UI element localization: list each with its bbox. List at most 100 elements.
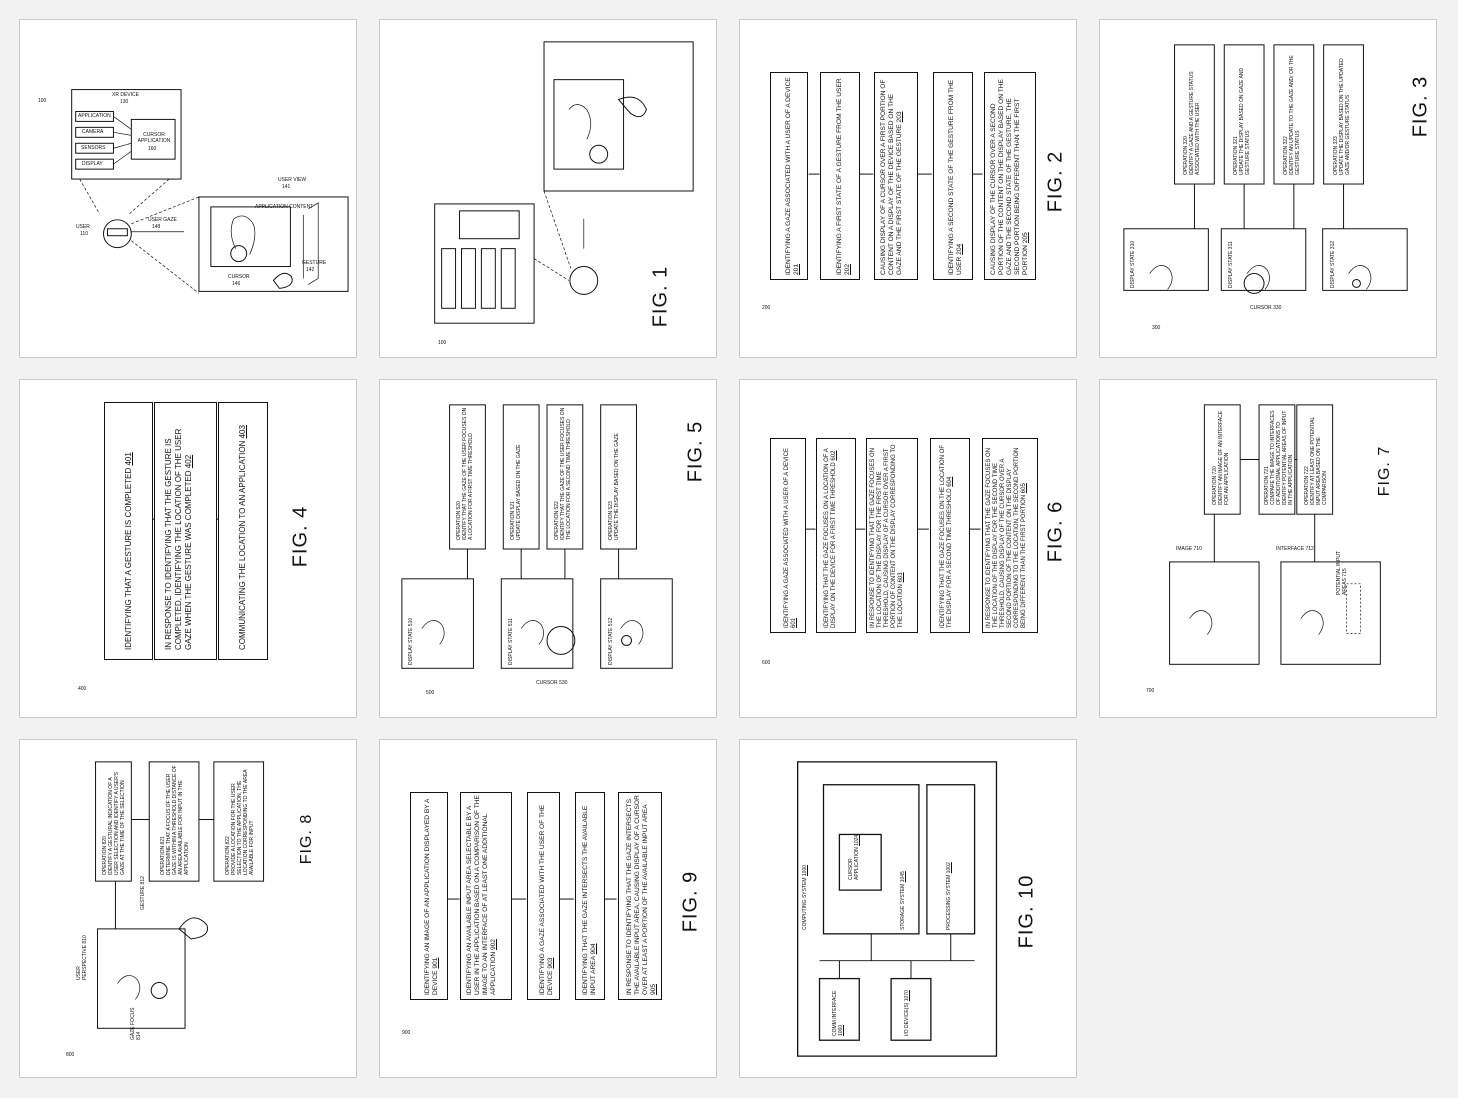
fig7-caption: FIG. 7 xyxy=(1376,445,1394,497)
fig3-cursor-label: CURSOR 330 xyxy=(1250,305,1282,311)
fig9-step-903-text: IDENTIFYING A GAZE ASSOCIATED WITH THE U… xyxy=(539,804,554,995)
fig6-ref: 600 xyxy=(762,660,771,666)
fig6-step-604 xyxy=(930,438,970,633)
fig1-perspective-drawing xyxy=(71,89,349,294)
sheet-fig1-perspective: 100 XR DEVICE 130 APPLICATION CAMERA SEN… xyxy=(19,19,357,358)
fig8-drawing xyxy=(95,761,265,1029)
fig6-step-603 xyxy=(866,438,918,633)
sheet-fig9: IDENTIFYING AN IMAGE OF AN APPLICATION D… xyxy=(379,739,717,1078)
fig9-step-905 xyxy=(618,792,662,1000)
fig1a-ref: 100 xyxy=(38,98,47,104)
fig2-ref: 200 xyxy=(762,305,771,311)
fig1b-ref: 100 xyxy=(438,340,447,346)
fig4-ref: 400 xyxy=(78,686,87,692)
user-view-label: USER VIEW xyxy=(278,177,307,183)
user-label: USER xyxy=(76,224,90,230)
fig8-ref: 800 xyxy=(66,1052,75,1058)
user-gaze-label: USER GAZE xyxy=(148,217,177,223)
sheet-fig2: IDENTIFYING A GAZE ASSOCIATED WITH A USE… xyxy=(739,19,1077,358)
fig10-computing-label: COMPUTING SYSTEM 1000 xyxy=(802,864,808,930)
fig1-caption: FIG. 1 xyxy=(649,265,672,328)
gesture-num: 142 xyxy=(306,267,315,273)
fig4-caption: FIG. 4 xyxy=(289,505,312,568)
fig10-processing: PROCESSING SYSTEM 1002 xyxy=(946,862,952,930)
fig2-arrows xyxy=(808,173,983,175)
fig10-storage: STORAGE SYSTEM 1045 xyxy=(900,871,906,930)
user-gaze-num: 148 xyxy=(152,224,161,230)
fig7-potential-label: POTENTIAL INPUT AREAS 715 xyxy=(1336,551,1348,595)
fig2-step-205 xyxy=(984,72,1036,280)
fig7-ref: 700 xyxy=(1146,688,1155,694)
fig10-drawing xyxy=(797,761,998,1057)
user-view-num: 141 xyxy=(282,184,291,190)
fig9-caption: FIG. 9 xyxy=(679,870,702,933)
user-num: 110 xyxy=(80,231,88,237)
display-label: DISPLAY xyxy=(82,161,103,167)
fig4-step-402-text: IN RESPONSE TO IDENTIFYING THAT THE GEST… xyxy=(164,428,193,650)
fig8-gesture-label: GESTURE 812 xyxy=(140,876,146,910)
fig6-step-602 xyxy=(816,438,856,633)
fig4-step-403-text: COMMUNICATING THE LOCATION TO AN APPLICA… xyxy=(238,425,247,650)
fig4-step-402 xyxy=(154,402,217,660)
app-content-label: APPLICATION CONTENT xyxy=(255,204,314,210)
fig5-state-512: DISPLAY STATE 512 xyxy=(608,617,614,665)
fig9-step-901 xyxy=(410,792,448,1000)
xr-device-num: 130 xyxy=(120,99,129,105)
cursor-app-label: CURSOR APPLICATION xyxy=(137,132,171,144)
fig2-step-201 xyxy=(770,72,808,280)
fig5-state-511: DISPLAY STATE 511 xyxy=(508,618,514,665)
sheet-fig10: COMPUTING SYSTEM 1000 CURSOR APPLICATION… xyxy=(739,739,1077,1078)
fig6-step-601-text: IDENTIFYING A GAZE ASSOCIATED WITH A USE… xyxy=(784,448,797,628)
fig3-caption: FIG. 3 xyxy=(1409,75,1432,138)
fig5-caption: FIG. 5 xyxy=(684,420,707,483)
fig7-image-label: IMAGE 710 xyxy=(1176,546,1202,552)
fig3-state-310: DISPLAY STATE 310 xyxy=(1130,240,1136,288)
fig5-cursor-label: CURSOR 530 xyxy=(536,680,568,686)
fig2-step-202-text: IDENTIFYING A FIRST STATE OF A GESTURE F… xyxy=(836,78,851,275)
fig4-step-401-text: IDENTIFYING THAT A GESTURE IS COMPLETED … xyxy=(124,452,133,650)
fig6-step-602-text: IDENTIFYING THAT THE GAZE FOCUSES ON A L… xyxy=(824,448,837,628)
fig9-ref: 900 xyxy=(402,1030,411,1036)
fig10-cursor-app: CURSOR APPLICATION 1024 xyxy=(848,834,860,880)
fig4-step-403 xyxy=(218,402,268,660)
fig6-step-603-text: IN RESPONSE TO IDENTIFYING THAT THE GAZE… xyxy=(870,444,904,628)
fig5-state-510: DISPLAY STATE 510 xyxy=(408,617,414,665)
fig6-caption: FIG. 6 xyxy=(1044,500,1067,563)
fig9-step-902 xyxy=(460,792,512,1000)
fig3-drawing xyxy=(1123,44,1408,294)
fig5-drawing xyxy=(401,404,673,669)
fig9-arrows xyxy=(447,898,617,900)
fig2-step-201-text: IDENTIFYING A GAZE ASSOCIATED WITH A USE… xyxy=(785,77,800,275)
fig2-step-203 xyxy=(874,72,918,280)
fig5-ref: 500 xyxy=(426,690,435,696)
fig8-caption: FIG. 8 xyxy=(298,813,316,865)
fig7-interface-label: INTERFACE 712 xyxy=(1276,546,1314,552)
fig6-step-601 xyxy=(770,438,806,633)
fig1-rotated-drawing xyxy=(434,41,694,324)
camera-label: CAMERA xyxy=(82,129,104,135)
cursor-num: 146 xyxy=(232,281,241,287)
gesture-label: GESTURE xyxy=(302,260,327,266)
fig9-step-904-text: IDENTIFYING THAT THE GAZE INTERSECTS THE… xyxy=(582,805,597,995)
cursor-label: CURSOR xyxy=(228,274,250,280)
sheet-fig1-rotated: FIG. 1 100 xyxy=(379,19,717,358)
fig2-step-202 xyxy=(820,72,860,280)
fig9-step-901-text: IDENTIFYING AN IMAGE OF AN APPLICATION D… xyxy=(424,798,439,995)
fig6-step-605 xyxy=(982,438,1038,633)
fig9-step-905-text: IN RESPONSE TO IDENTIFYING THAT THE GAZE… xyxy=(626,795,657,995)
fig2-caption: FIG. 2 xyxy=(1044,150,1067,213)
fig9-step-903 xyxy=(527,792,560,1000)
